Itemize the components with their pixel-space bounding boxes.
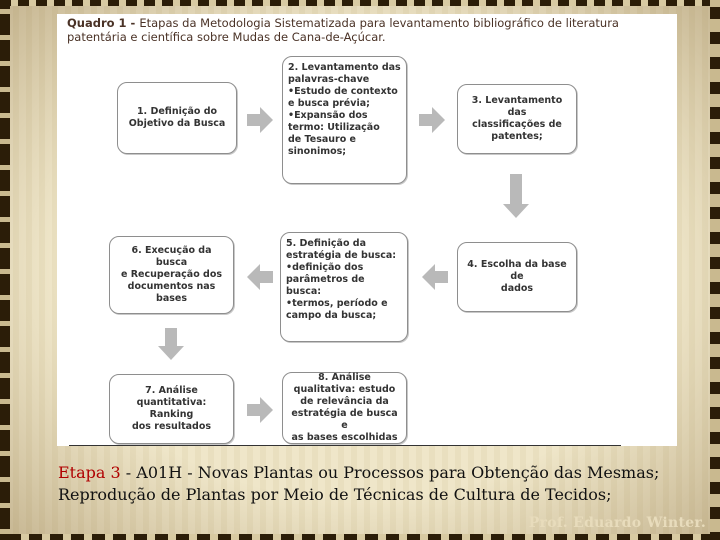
step-2-line: sinonimos; bbox=[288, 146, 347, 157]
step-5-line: •definição dos bbox=[286, 262, 364, 273]
step-2-line: •Estudo de contexto bbox=[288, 86, 398, 97]
step-4-line: dados bbox=[500, 283, 534, 294]
step-1-line: Objetivo da Busca bbox=[128, 118, 226, 129]
arrow-left-icon bbox=[422, 264, 448, 290]
step-2-line: e busca prévia; bbox=[288, 98, 370, 109]
scroll-edge-bottom bbox=[0, 534, 720, 540]
step-5-line: busca: bbox=[286, 286, 322, 297]
step-2-line: palavras-chave bbox=[288, 74, 370, 85]
step-3-box: 3. Levantamento das classificações de pa… bbox=[457, 84, 577, 154]
caption-text: - A01H - Novas Plantas ou Processos para… bbox=[58, 463, 660, 504]
step-8-box: 8. Análise qualitativa: estudo de relevâ… bbox=[282, 372, 407, 444]
step-2-line: termo: Utilização bbox=[288, 122, 380, 133]
step-3-line: classificações de bbox=[472, 119, 562, 130]
step-8-line: 8. Análise bbox=[318, 372, 371, 383]
step-2-box: 2. Levantamento das palavras-chave •Estu… bbox=[282, 56, 407, 184]
step-2-line: •Expansão dos bbox=[288, 110, 368, 121]
step-6-box: 6. Execução da busca e Recuperação dos d… bbox=[109, 236, 234, 314]
step-7-line: quantitativa: Ranking bbox=[136, 397, 207, 420]
step-5-line: estratégia de busca: bbox=[286, 250, 397, 261]
scroll-edge-left bbox=[0, 0, 10, 540]
arrow-right-icon bbox=[419, 107, 445, 133]
step-4-box: 4. Escolha da base de dados bbox=[457, 242, 577, 312]
step-5-line: campo da busca; bbox=[286, 310, 377, 321]
figure-title-text: Etapas da Metodologia Sistematizada para… bbox=[67, 16, 619, 44]
arrow-left-icon bbox=[247, 264, 273, 290]
step-3-line: patentes; bbox=[491, 131, 543, 142]
step-5-line: 5. Definição da bbox=[286, 238, 367, 249]
step-6-line: bases bbox=[156, 293, 187, 304]
step-5-box: 5. Definição da estratégia de busca: •de… bbox=[280, 232, 408, 342]
step-6-line: e Recuperação dos bbox=[120, 269, 223, 280]
figure-title-lead: Quadro 1 - bbox=[67, 16, 140, 30]
scroll-edge-top bbox=[0, 0, 720, 6]
step-5-line: •termos, período e bbox=[286, 298, 388, 309]
scroll-edge-right bbox=[710, 0, 720, 540]
step-7-line: dos resultados bbox=[131, 421, 212, 432]
step-2-line: 2. Levantamento das bbox=[288, 62, 401, 73]
figure-title: Quadro 1 - Etapas da Metodologia Sistema… bbox=[67, 16, 667, 44]
step-8-line: as bases escolhidas bbox=[291, 432, 398, 443]
step-3-line: 3. Levantamento das bbox=[471, 95, 563, 118]
slide-caption: Etapa 3 - A01H - Novas Plantas ou Proces… bbox=[58, 462, 678, 506]
step-7-box: 7. Análise quantitativa: Ranking dos res… bbox=[109, 374, 234, 444]
author-credit: Prof. Eduardo Winter. bbox=[528, 515, 706, 531]
step-2-line: de Tesauro e bbox=[288, 134, 357, 145]
arrow-right-icon bbox=[247, 107, 273, 133]
step-8-line: estratégia de busca e bbox=[291, 408, 398, 431]
step-4-line: 4. Escolha da base de bbox=[467, 259, 567, 282]
divider-line bbox=[69, 445, 621, 446]
step-1-line: 1. Definição do bbox=[136, 106, 218, 117]
arrow-right-icon bbox=[247, 397, 273, 423]
step-1-box: 1. Definição do Objetivo da Busca bbox=[117, 82, 237, 154]
step-5-line: parâmetros de bbox=[286, 274, 365, 285]
step-8-line: de relevância da bbox=[300, 396, 389, 407]
step-7-line: 7. Análise bbox=[145, 385, 198, 396]
arrow-down-icon bbox=[158, 328, 184, 360]
caption-highlight: Etapa 3 bbox=[58, 463, 121, 482]
step-6-line: 6. Execução da busca bbox=[131, 245, 212, 268]
step-6-line: documentos nas bbox=[127, 281, 216, 292]
step-8-line: qualitativa: estudo bbox=[293, 384, 396, 395]
arrow-down-icon bbox=[503, 174, 529, 218]
methodology-figure: Quadro 1 - Etapas da Metodologia Sistema… bbox=[57, 14, 677, 446]
